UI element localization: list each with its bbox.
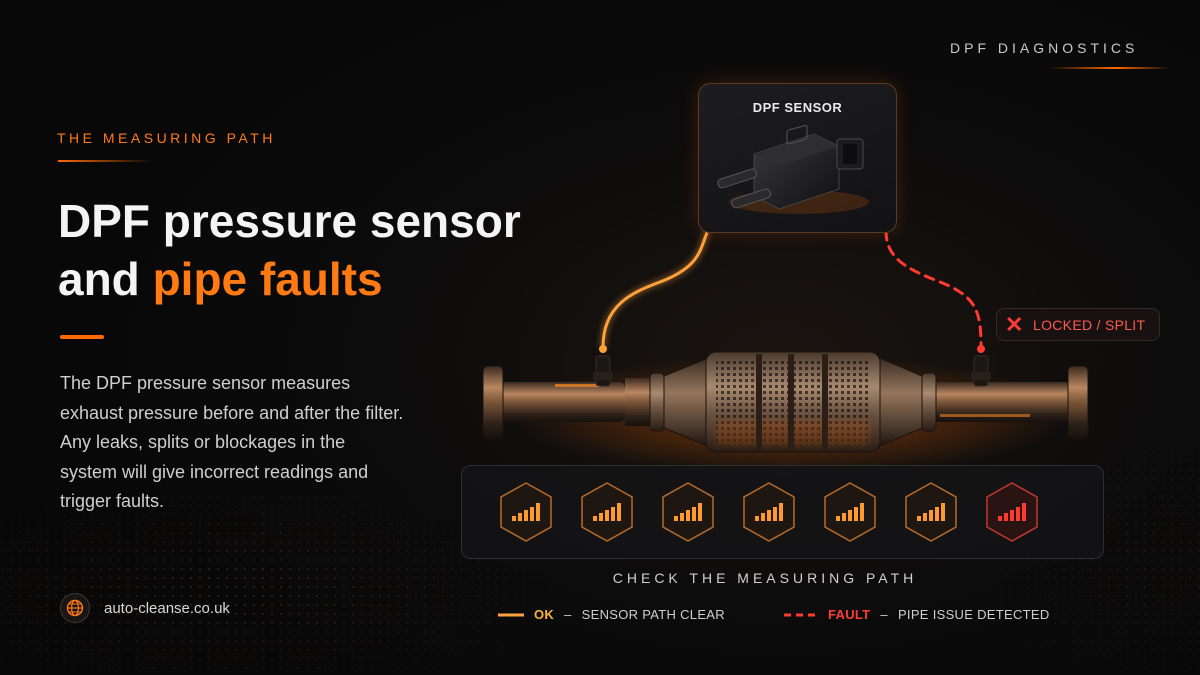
website-link[interactable]: auto-cleanse.co.uk: [60, 593, 230, 623]
fault-badge: ✕ LOCKED / SPLIT: [996, 308, 1160, 341]
signal-indicator-2: [581, 482, 633, 542]
signal-bars-icon: [917, 503, 945, 521]
fault-sensor-path: [884, 229, 983, 347]
section-label: DPF DIAGNOSTICS: [950, 40, 1139, 56]
signal-indicator-4: [743, 482, 795, 542]
legend-ok-line-icon: [498, 613, 524, 616]
eyebrow-label: THE MEASURING PATH: [57, 130, 276, 146]
signal-bars-icon: [755, 503, 783, 521]
legend-ok-text: SENSOR PATH CLEAR: [581, 607, 725, 622]
signal-indicator-1: [500, 482, 552, 542]
fault-badge-text: LOCKED / SPLIT: [1033, 316, 1146, 333]
dpf-sensor-illustration: [717, 125, 869, 214]
signal-bars-icon: [593, 503, 621, 521]
signal-indicator-5: [824, 482, 876, 542]
legend-ok-separator: –: [564, 607, 572, 622]
dpf-sensor-card: DPF SENSOR: [698, 83, 897, 233]
signal-bars-icon: [674, 503, 702, 521]
globe-icon: [60, 593, 90, 623]
upstream-sensor-port: [593, 345, 613, 387]
legend-fault: FAULT – PIPE ISSUE DETECTED: [784, 607, 1050, 622]
page-title: DPF pressure sensor and pipe faults: [58, 192, 521, 308]
check-path-label: CHECK THE MEASURING PATH: [612, 570, 918, 586]
signal-bars-icon: [836, 503, 864, 521]
exhaust-pipe: [482, 351, 1089, 453]
sensor-card-title: DPF SENSOR: [752, 100, 843, 115]
signal-indicator-6: [905, 482, 957, 542]
title-line-1: DPF pressure sensor: [58, 195, 521, 247]
legend-fault-separator: –: [880, 607, 888, 622]
signal-indicator-panel: [461, 465, 1104, 559]
signal-indicator-7: [986, 482, 1038, 542]
legend-ok: OK – SENSOR PATH CLEAR: [498, 607, 725, 622]
title-underline: [60, 335, 104, 339]
downstream-sensor-port: [971, 345, 991, 387]
website-text: auto-cleanse.co.uk: [104, 599, 230, 617]
signal-bars-icon: [998, 503, 1026, 521]
signal-indicator-3: [662, 482, 714, 542]
title-line-2-accent: pipe faults: [152, 253, 383, 305]
legend-fault-key: FAULT: [828, 607, 871, 622]
ok-sensor-path-glow: [599, 228, 712, 348]
legend-fault-line-icon: [784, 613, 818, 616]
x-mark-icon: ✕: [1005, 311, 1024, 337]
legend-ok-key: OK: [534, 607, 555, 622]
eyebrow-underline: [58, 160, 153, 162]
legend-fault-text: PIPE ISSUE DETECTED: [897, 607, 1050, 622]
description: The DPF pressure sensor measures exhaust…: [60, 373, 404, 511]
section-label-underline: [1050, 67, 1170, 69]
ok-sensor-path: [601, 228, 710, 349]
signal-bars-icon: [512, 503, 540, 521]
title-line-2-plain: and: [58, 253, 153, 305]
